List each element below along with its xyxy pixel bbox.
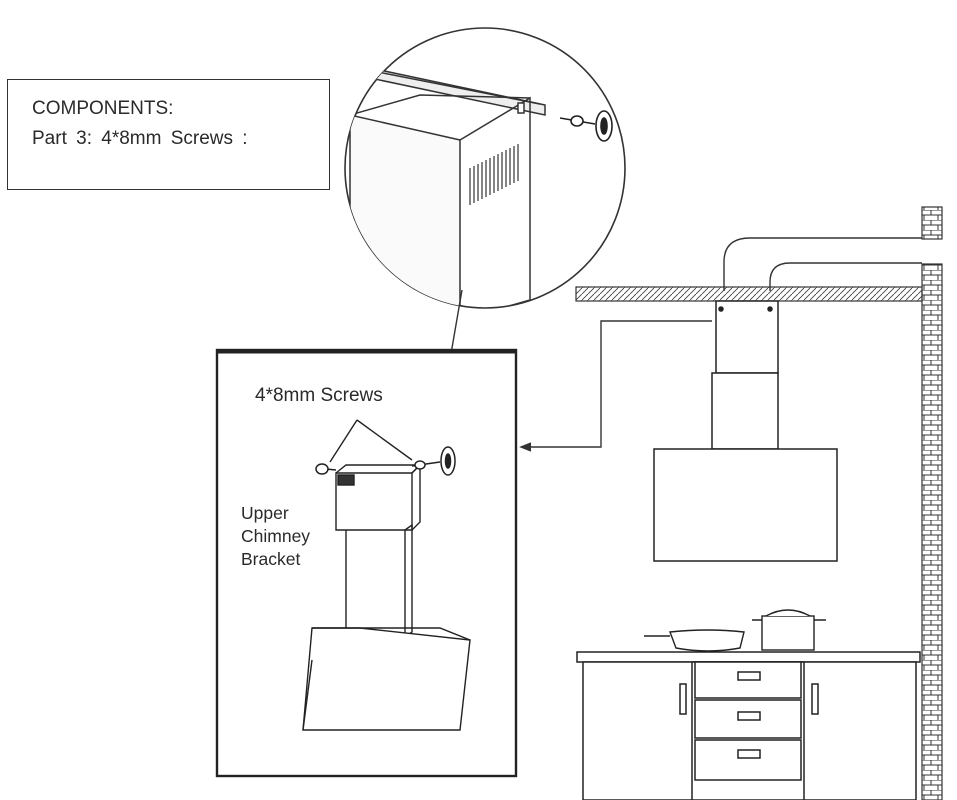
components-title: COMPONENTS: (32, 98, 174, 119)
magnified-detail (344, 27, 626, 309)
reference-arrow (519, 320, 712, 452)
components-part-line: Part 3: 4*8mm Screws : (32, 128, 248, 149)
arrow-icon (519, 442, 532, 452)
range-hood (653, 300, 838, 562)
screws-label: 4*8mm Screws (255, 385, 383, 406)
ducting (723, 237, 922, 291)
screw-icon (559, 110, 613, 142)
upper-chimney-bracket-label: Upper Chimney Bracket (241, 503, 311, 569)
brick-wall-icon (921, 206, 943, 800)
screw-icon (315, 446, 456, 476)
components-box: COMPONENTS: Part 3: 4*8mm Screws : (7, 79, 330, 190)
detail-panel (215, 348, 518, 778)
ceiling (575, 286, 923, 302)
cookware (644, 609, 826, 652)
kitchen-cabinet (576, 651, 921, 800)
